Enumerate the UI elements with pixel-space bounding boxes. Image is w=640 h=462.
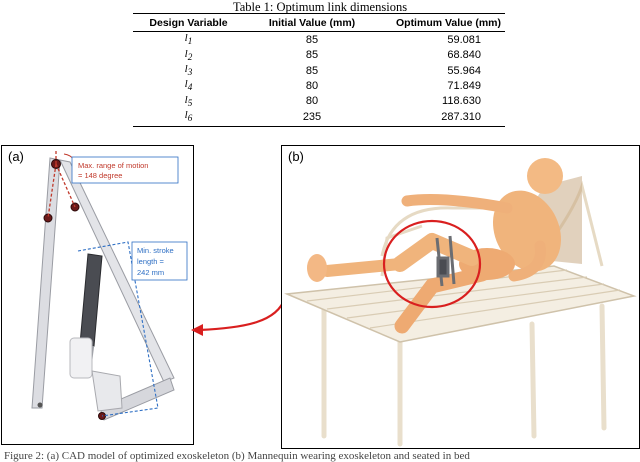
header-initial-value: Initial Value (mm) xyxy=(244,12,380,33)
row-initial: 80 xyxy=(305,79,319,92)
table-row: l2 85 68.840 xyxy=(133,48,505,63)
row-initial: 80 xyxy=(305,95,319,108)
mannequin-leg-right xyxy=(394,266,490,334)
row-optimum: 118.630 xyxy=(442,95,481,108)
row-optimum: 287.310 xyxy=(380,109,505,127)
figure-panel-b: (b) xyxy=(281,145,640,449)
long-link xyxy=(31,157,61,409)
mannequin-shin-left xyxy=(321,258,406,277)
row-variable: l3 xyxy=(184,62,193,78)
figure-caption: Figure 2: (a) CAD model of optimized exo… xyxy=(4,450,470,462)
table-row: l1 85 59.081 xyxy=(133,32,505,48)
stroke-label-line1: Min. stroke xyxy=(137,246,174,255)
exoskeleton xyxy=(435,235,456,287)
mannequin-arm-left xyxy=(401,194,513,214)
bed-legs xyxy=(321,303,607,447)
lower-bracket xyxy=(91,370,123,412)
table-header-row: Design Variable Initial Value (mm) Optim… xyxy=(133,12,505,33)
actuator-body xyxy=(79,253,103,347)
figure-panel-a: (a) Max. range of motion = 148 degree Mi xyxy=(1,145,194,445)
mannequin-head xyxy=(527,158,563,194)
mannequin-foot xyxy=(307,254,327,282)
row-optimum: 68.840 xyxy=(447,49,481,62)
optimum-link-table: Design Variable Initial Value (mm) Optim… xyxy=(133,12,505,127)
mannequin-arm-right xyxy=(508,240,546,282)
row-optimum: 55.964 xyxy=(447,64,481,77)
table-row: l4 80 71.849 xyxy=(133,78,505,93)
row-initial: 85 xyxy=(305,33,319,46)
table-caption: Table 1: Optimum link dimensions xyxy=(232,0,408,14)
diagonal-link xyxy=(59,159,175,383)
stroke-label-line2: length = xyxy=(137,257,165,266)
row-variable: l4 xyxy=(184,78,193,93)
row-initial: 235 xyxy=(244,109,380,127)
cad-model-drawing: Max. range of motion = 148 degree Min. s… xyxy=(31,150,188,421)
panel-b-label: (b) xyxy=(288,149,304,164)
table-row: l6 235 287.310 xyxy=(133,109,505,127)
row-initial: 85 xyxy=(305,64,319,77)
table-row: l3 85 55.964 xyxy=(133,63,505,78)
motion-label-line2: = 148 degree xyxy=(78,171,122,180)
stroke-label-line3: 242 mm xyxy=(137,268,164,277)
mannequin-bed-render xyxy=(284,158,637,447)
row-initial: 85 xyxy=(305,49,319,62)
header-optimum-value: Optimum Value (mm) xyxy=(380,12,505,33)
row-optimum: 71.849 xyxy=(447,79,481,92)
mannequin-leg-left xyxy=(392,233,480,272)
pointer-arrowhead-icon xyxy=(191,324,203,336)
motor-cylinder xyxy=(69,337,93,379)
row-variable: l1 xyxy=(184,32,193,47)
row-optimum: 59.081 xyxy=(447,33,481,46)
motion-dash-2 xyxy=(55,163,76,208)
row-variable: l2 xyxy=(184,47,193,62)
joint-5-icon xyxy=(37,402,43,408)
motion-dash-1 xyxy=(47,163,57,219)
motion-label-line1: Max. range of motion xyxy=(78,161,148,170)
stroke-label-box xyxy=(131,241,188,281)
row-variable: l6 xyxy=(133,109,244,127)
motion-label-box xyxy=(71,156,179,184)
highlight-circle xyxy=(382,219,482,309)
table-row: l5 80 118.630 xyxy=(133,94,505,109)
stroke-dash xyxy=(77,241,159,417)
panel-a-label: (a) xyxy=(8,149,24,164)
row-variable: l5 xyxy=(184,93,193,108)
header-design-variable: Design Variable xyxy=(133,12,244,33)
